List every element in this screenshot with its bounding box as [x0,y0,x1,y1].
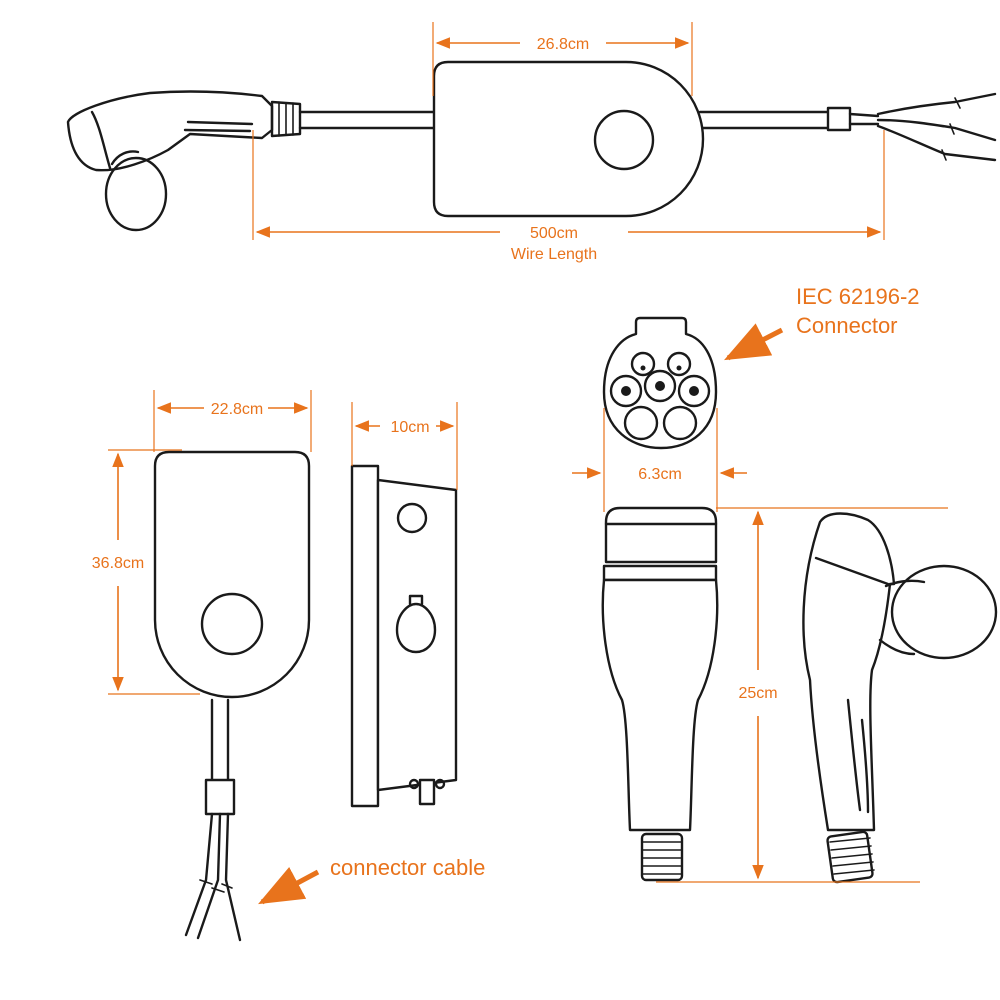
side-back-plate [350,464,380,808]
control-box-top-drawing [432,60,705,218]
plug-views: 25cm [601,506,998,884]
connector-cable-arrow [258,867,320,905]
front-width-label: 22.8cm [211,401,263,418]
front-cable [210,698,230,782]
cable-left [298,110,437,130]
connector-cable-callout: connector cable [258,855,485,905]
wire-ends-top-drawing [826,92,997,162]
front-view: 22.8cm 36.8cm [92,390,312,942]
plug-side-drawing [802,512,998,884]
cable-right [698,110,830,130]
plug-length-label: 25cm [738,685,777,702]
top-box-width-label: 26.8cm [537,36,589,53]
connector-width-label: 6.3cm [638,466,682,483]
wire-length-caption: Wire Length [511,246,597,263]
side-body-drawing [376,478,458,792]
iec-connector-label: Connector [796,313,898,338]
iec-connector-arrow [724,323,784,361]
plug-front-drawing [601,506,719,882]
front-height-label: 36.8cm [92,555,144,572]
front-box-drawing [153,450,311,699]
plug-top-drawing [66,90,302,232]
side-view: 10cm [350,402,458,808]
top-assembly-view: 26.8cm 500cm Wire Length [66,22,997,263]
front-box-indicator-ring [200,592,264,656]
iec-standard-label: IEC 62196-2 [796,284,920,309]
connector-cable-label: connector cable [330,855,485,880]
wire-length-value: 500cm [530,225,578,242]
side-depth-label: 10cm [390,419,429,436]
connector-face-view: 6.3cm IEC 62196-2 Connector [572,284,920,512]
